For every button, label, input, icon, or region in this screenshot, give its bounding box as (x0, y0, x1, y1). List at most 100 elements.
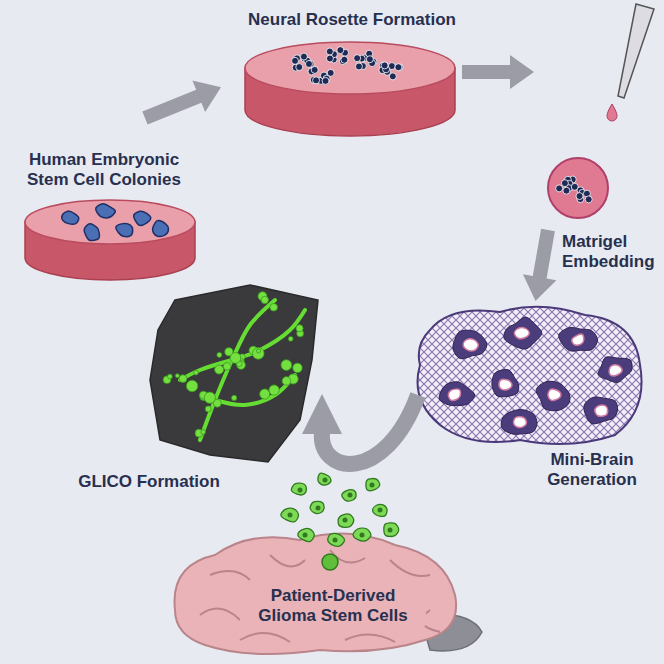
rosette-lumen (499, 379, 512, 390)
mini-brain-rosettes (439, 317, 632, 434)
cell (556, 185, 563, 192)
tumor-cell (269, 385, 279, 395)
tumor-strand (180, 360, 232, 380)
rosette (439, 382, 474, 406)
tumor-cell (217, 352, 222, 357)
stage-label: Patient-Derived Glioma Stem Cells (240, 586, 426, 627)
cell (341, 56, 348, 63)
cell (355, 63, 362, 70)
process-arrow (139, 72, 228, 134)
rosette-lumen (548, 389, 561, 400)
glico-organoid (150, 285, 318, 462)
rosette (598, 357, 632, 383)
cell (292, 57, 299, 64)
tumor-cell (260, 389, 270, 399)
cell (322, 77, 329, 84)
culture-dish (25, 200, 195, 280)
tumor-cell (230, 353, 241, 364)
process-arrow (462, 55, 534, 89)
glioma-cell (373, 505, 387, 517)
tumor-cell (168, 374, 173, 379)
cell-nucleus (298, 488, 303, 493)
cell-nucleus (333, 538, 338, 543)
tumor-cell (204, 392, 215, 403)
glioma-cell (328, 534, 345, 547)
rosette (559, 327, 598, 351)
cell (563, 187, 570, 194)
cell-nucleus (303, 533, 308, 538)
tumor-strand (215, 375, 295, 405)
cell (311, 66, 318, 73)
tumor-cell (261, 296, 268, 303)
tumor-strand (200, 300, 275, 440)
cell (313, 77, 320, 84)
rosette-lumen (463, 339, 478, 351)
cell (305, 60, 312, 67)
stage-label: Neural Rosette Formation (236, 10, 468, 30)
matrigel-droplet (548, 158, 608, 218)
tumor-cell (256, 349, 260, 353)
tumor-cell (252, 348, 264, 360)
colony (62, 211, 79, 224)
cell (381, 62, 388, 69)
glioma-cell (310, 501, 324, 513)
process-arrow (519, 227, 565, 304)
tumor-cell (194, 370, 199, 375)
tumor-cell (201, 430, 206, 435)
tumor-cell (288, 337, 293, 342)
rosette (584, 397, 618, 424)
mini-brain (418, 307, 642, 444)
colony (84, 224, 99, 241)
cell-nucleus (343, 518, 348, 523)
glioma-cell (342, 490, 356, 501)
cell (585, 196, 592, 203)
rosette (501, 410, 537, 435)
stage-label: Mini-Brain Generation (528, 450, 656, 491)
neural-rosettes (292, 47, 404, 85)
tumor-cell (179, 375, 187, 383)
stage-label: Matrigel Embedding (562, 232, 660, 273)
cell (576, 193, 583, 200)
cell-nucleus (316, 506, 321, 511)
tumor-cell (223, 362, 231, 370)
patient-brain (175, 534, 483, 654)
rosette-lumen (514, 328, 529, 339)
tumor-cell (293, 363, 302, 372)
stem-cell-colonies (62, 204, 169, 241)
cell (366, 56, 373, 63)
cell (337, 47, 344, 54)
embedded-rosettes (556, 176, 593, 203)
stage-label: GLICO Formation (44, 472, 254, 492)
glioma-stem-cells (281, 473, 399, 546)
rosette (504, 317, 542, 349)
glioma-cell (366, 479, 380, 491)
tumor-cell (175, 374, 179, 378)
cell (326, 48, 333, 55)
stage-label: Human Embryonic Stem Cell Colonies (18, 150, 190, 191)
tumor-infiltration (163, 292, 305, 440)
cell-nucleus (360, 533, 365, 538)
cell-nucleus (348, 493, 353, 498)
culture-dish (245, 42, 455, 136)
tumor-cell (282, 377, 291, 386)
cell (326, 55, 333, 62)
rosette-lumen (572, 334, 584, 345)
rosette-lumen (595, 405, 608, 416)
colony (152, 221, 168, 237)
glioma-cell (384, 523, 399, 537)
glioma-cell (298, 528, 314, 541)
colony (116, 224, 133, 237)
cell-nucleus (378, 508, 383, 513)
cell (300, 53, 307, 60)
rosette (536, 381, 570, 410)
rosette-lumen (514, 417, 527, 428)
glioma-cell (338, 514, 354, 527)
cell (561, 180, 568, 187)
tumor-cell (186, 380, 197, 391)
tumor-cell (296, 325, 303, 332)
glioma-cell (353, 528, 371, 541)
cell (395, 64, 402, 71)
colony (134, 211, 151, 225)
